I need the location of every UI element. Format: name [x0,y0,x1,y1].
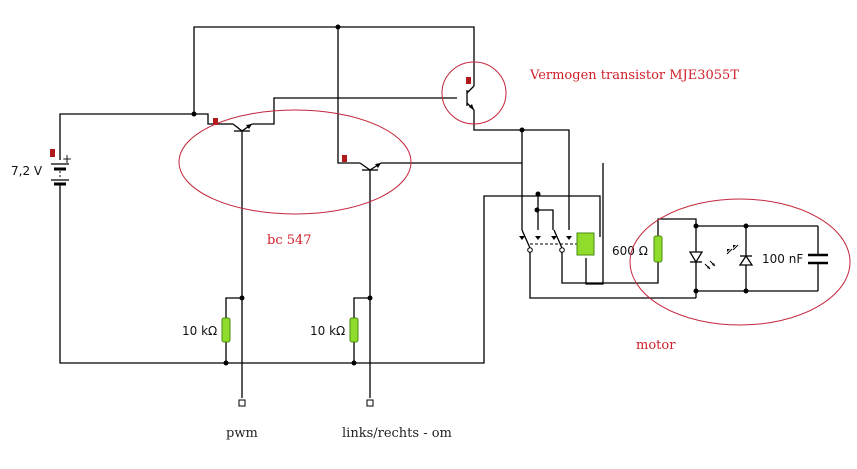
junction-dot [367,295,373,301]
resistor-direction [349,317,359,343]
battery-plus-mark: + [62,152,72,166]
power-transistor [466,77,475,111]
capacitor-label: 100 nF [762,252,803,266]
junction-dot [743,223,749,229]
resistor-motor-label: 600 Ω [612,244,648,258]
transistor-flag-icon [466,77,471,84]
annotation-ellipse-motor [629,198,851,326]
annotation-motor: motor [636,338,676,353]
wire-motor-left [657,218,697,298]
relay-coil [576,232,595,256]
transistor-flag-icon [213,118,218,125]
relay [519,229,595,256]
battery-label: 7,2 V [11,164,43,178]
direction-port [366,399,374,407]
annotation-power-transistor: Vermogen transistor MJE3055T [529,68,739,83]
emitter-arrow-icon [469,104,474,110]
wire-r2-top [353,297,370,318]
junction-dot [693,223,699,229]
junction-dot [335,24,341,30]
junction-dot [534,207,540,213]
junction-dot [351,360,357,366]
direction-port-label: links/rechts - om [342,426,452,441]
capacitor [808,253,828,265]
wire-switch-out-b [561,252,659,284]
wire-top-rail [193,26,475,114]
battery: + 7,2 V [11,149,72,186]
wire-q1-to-power [252,97,457,125]
wire-relay-common-b [537,209,554,230]
resistor-pwm-label: 10 kΩ [182,324,217,338]
wire-bottom-rail [59,185,601,364]
pwm-port-label: pwm [226,426,258,441]
annotation-ellipse-bc547 [178,109,412,215]
junction-dot [743,288,749,294]
annotation-bc547: bc 547 [267,233,312,248]
junctions [191,24,749,366]
emitter-arrow-icon [246,124,252,129]
pwm-port [238,399,246,407]
resistor-direction-label: 10 kΩ [310,324,345,338]
wire-battery-plus [59,113,219,160]
wire-switch-out-a [529,252,696,299]
resistor-motor [653,235,663,263]
junction-dot [239,295,245,301]
annotation-ellipse-power-transistor [441,61,507,125]
emitter-arrow-icon [375,163,381,168]
transistor-q1 [213,118,253,132]
wire-q2-base [337,27,360,164]
battery-flag-icon [50,149,55,157]
transistor-q2 [342,155,382,171]
wire-relay-coil [585,163,604,285]
wire-r1-top [225,297,242,318]
photodiode [726,244,754,266]
resistor-pwm [221,317,231,343]
junction-dot [693,288,699,294]
junction-dot [223,360,229,366]
led [688,251,716,270]
junction-dot [519,127,525,133]
junction-dot [535,191,541,197]
transistor-flag-icon [342,155,347,162]
junction-dot [191,111,197,117]
